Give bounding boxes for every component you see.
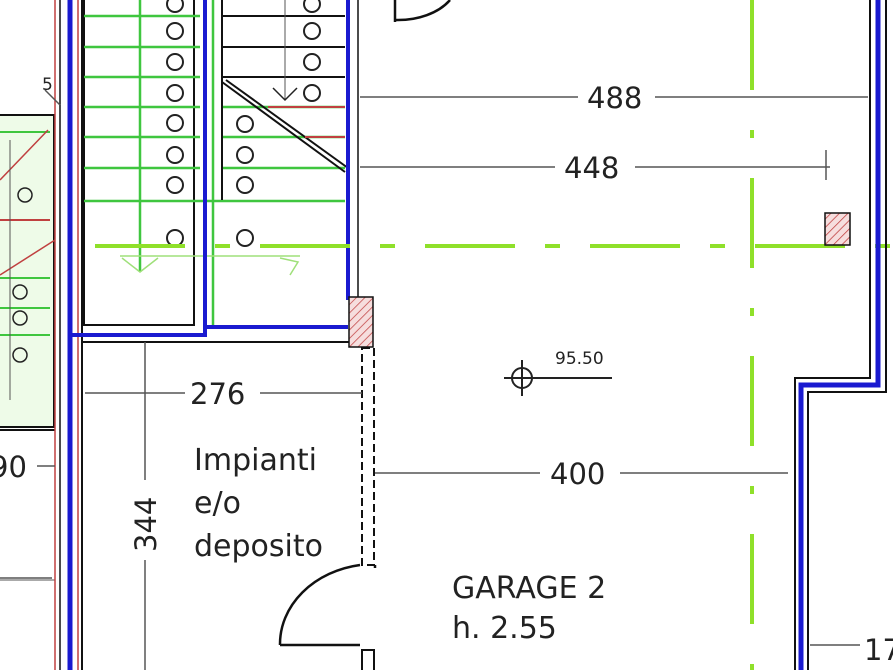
dimension-17-partial: 17	[864, 633, 893, 667]
garage-height: h. 2.55	[452, 611, 557, 646]
level-value: 95.50	[555, 349, 604, 369]
grid-axis-lines	[95, 0, 893, 670]
dimension-90-partial: 90	[0, 450, 27, 484]
door-swing	[394, 0, 451, 22]
dimension-488: 488	[587, 81, 642, 115]
dimension-276: 276	[190, 377, 245, 411]
staircase	[72, 0, 362, 343]
left-stair-stub	[0, 114, 56, 581]
dimension-lines	[0, 89, 868, 670]
level-marker: 95.50	[504, 349, 612, 396]
stair-step-markers	[166, 0, 321, 247]
storage-label-line1: Impianti	[194, 443, 317, 478]
storage-label-line2: e/o	[194, 486, 241, 521]
dimension-448: 448	[564, 151, 619, 185]
dimension-5-partial: 5	[42, 75, 53, 95]
pillar	[348, 296, 374, 348]
storage-label-line3: deposito	[194, 529, 323, 564]
door-swing	[278, 563, 377, 646]
dimension-400: 400	[550, 457, 605, 491]
storage-partition	[278, 347, 377, 670]
pillar	[824, 212, 851, 246]
right-wall	[794, 0, 887, 670]
dimension-344: 344	[129, 497, 163, 552]
garage-label: GARAGE 2	[452, 571, 606, 606]
